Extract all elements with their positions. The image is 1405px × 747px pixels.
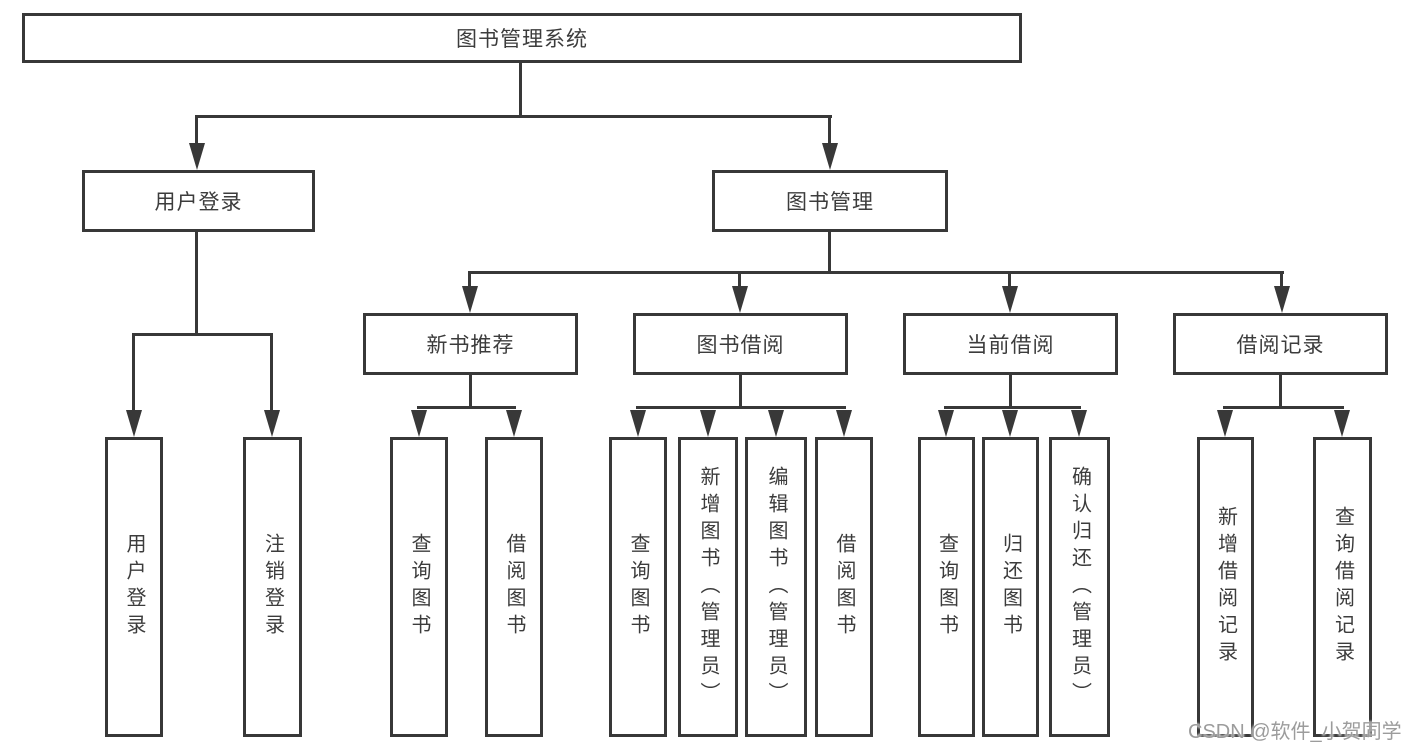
connector-line: [195, 115, 198, 147]
node-book-management-label: 图书管理: [786, 191, 874, 214]
arrow-down-icon: [462, 286, 478, 313]
leaf-current-query-books: 查询图书: [918, 437, 975, 737]
connector-line: [519, 63, 522, 116]
connector-line: [739, 375, 742, 408]
leaf-logout-label: 注销登录: [261, 533, 284, 641]
arrow-down-icon: [630, 410, 646, 437]
leaf-query-borrow-record: 查询借阅记录: [1313, 437, 1372, 737]
connector-line: [195, 232, 198, 336]
node-new-book-recommend-label: 新书推荐: [426, 334, 515, 357]
arrow-down-icon: [411, 410, 427, 437]
connector-line: [828, 115, 831, 147]
leaf-confirm-return-admin-label: 确认归还（管理员）: [1068, 465, 1091, 709]
leaf-borrow-books: 借阅图书: [815, 437, 873, 737]
leaf-user-login-label: 用户登录: [123, 533, 145, 641]
leaf-user-login: 用户登录: [105, 437, 163, 737]
connector-line: [132, 333, 135, 413]
connector-line: [1009, 375, 1012, 408]
leaf-add-book-admin: 新增图书（管理员）: [678, 437, 738, 737]
connector-line: [132, 333, 273, 336]
leaf-query-borrow-record-label: 查询借阅记录: [1331, 506, 1354, 668]
node-current-borrow-label: 当前借阅: [966, 334, 1055, 357]
arrow-down-icon: [1002, 286, 1018, 313]
leaf-return-books-label: 归还图书: [999, 533, 1022, 641]
arrow-down-icon: [506, 410, 522, 437]
connector-line: [1280, 271, 1283, 289]
arrow-down-icon: [126, 410, 142, 437]
arrow-down-icon: [822, 143, 838, 170]
connector-line: [636, 406, 846, 409]
node-user-login: 用户登录: [82, 170, 315, 232]
leaf-borrow-query-books-label: 查询图书: [627, 533, 649, 641]
leaf-borrow-query-books: 查询图书: [609, 437, 667, 737]
node-borrow-records-label: 借阅记录: [1236, 334, 1325, 357]
arrow-down-icon: [264, 410, 280, 437]
node-root: 图书管理系统: [22, 13, 1022, 63]
arrow-down-icon: [1274, 286, 1290, 313]
node-book-borrow: 图书借阅: [633, 313, 848, 375]
connector-line: [828, 232, 831, 274]
node-book-management: 图书管理: [712, 170, 948, 232]
arrow-down-icon: [1071, 410, 1087, 437]
arrow-down-icon: [189, 143, 205, 170]
node-borrow-records: 借阅记录: [1173, 313, 1388, 375]
leaf-recommend-query-books: 查询图书: [390, 437, 448, 737]
leaf-add-borrow-record-label: 新增借阅记录: [1214, 506, 1237, 668]
leaf-edit-book-admin-label: 编辑图书（管理员）: [765, 465, 787, 709]
node-book-borrow-label: 图书借阅: [696, 334, 785, 357]
connector-line: [1223, 406, 1344, 409]
leaf-borrow-books-label: 借阅图书: [833, 533, 855, 641]
connector-line: [468, 271, 1284, 274]
node-root-label: 图书管理系统: [456, 28, 588, 51]
connector-line: [1279, 375, 1282, 408]
arrow-down-icon: [732, 286, 748, 313]
connector-line: [468, 271, 471, 289]
leaf-current-query-books-label: 查询图书: [935, 533, 958, 641]
leaf-recommend-borrow-books-label: 借阅图书: [503, 533, 525, 641]
node-current-borrow: 当前借阅: [903, 313, 1118, 375]
node-new-book-recommend: 新书推荐: [363, 313, 578, 375]
connector-line: [270, 333, 273, 413]
leaf-recommend-query-books-label: 查询图书: [408, 533, 430, 641]
arrow-down-icon: [836, 410, 852, 437]
connector-line: [738, 271, 741, 289]
leaf-add-book-admin-label: 新增图书（管理员）: [697, 465, 719, 709]
watermark: CSDN @软件_小贺同学: [1188, 721, 1402, 743]
arrow-down-icon: [938, 410, 954, 437]
leaf-add-borrow-record: 新增借阅记录: [1197, 437, 1254, 737]
connector-line: [1008, 271, 1011, 289]
leaf-recommend-borrow-books: 借阅图书: [485, 437, 543, 737]
arrow-down-icon: [768, 410, 784, 437]
connector-line: [417, 406, 516, 409]
arrow-down-icon: [1217, 410, 1233, 437]
arrow-down-icon: [1334, 410, 1350, 437]
arrow-down-icon: [700, 410, 716, 437]
connector-line: [196, 115, 832, 118]
arrow-down-icon: [1002, 410, 1018, 437]
leaf-edit-book-admin: 编辑图书（管理员）: [745, 437, 807, 737]
leaf-logout: 注销登录: [243, 437, 302, 737]
leaf-confirm-return-admin: 确认归还（管理员）: [1049, 437, 1110, 737]
connector-line: [469, 375, 472, 408]
connector-line: [944, 406, 1081, 409]
node-user-login-label: 用户登录: [154, 191, 243, 214]
leaf-return-books: 归还图书: [982, 437, 1039, 737]
